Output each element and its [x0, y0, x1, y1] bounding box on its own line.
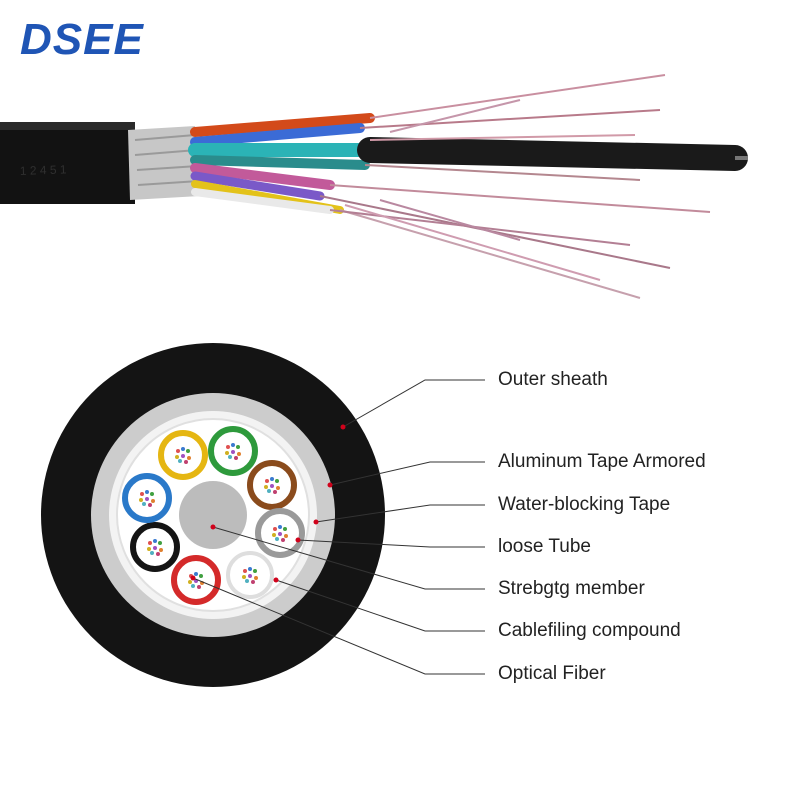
brand-logo: DSEE — [18, 10, 158, 66]
pointer-dot-outer-sheath — [340, 424, 346, 430]
svg-text:1 2 4 5 1: 1 2 4 5 1 — [20, 162, 67, 178]
fiber-dots — [139, 443, 288, 589]
pointer-dot-strength-member — [210, 524, 216, 530]
label-outer-sheath: Outer sheath — [498, 369, 608, 390]
label-filling-compound: Cablefiling compound — [498, 620, 681, 641]
pointer-dot-optical-fiber — [190, 575, 196, 581]
pointer-dot-aluminum-tape — [327, 482, 333, 488]
strength-member — [179, 481, 247, 549]
brand-logo-text: DSEE — [20, 15, 144, 64]
optical-fibers — [319, 74, 711, 299]
pointer-dot-filling-compound — [273, 577, 279, 583]
leader-loose-tube — [297, 539, 485, 548]
leader-aluminum-tape — [329, 461, 485, 486]
cable-sheath-segment — [0, 122, 135, 204]
pointer-dot-water-blocking — [313, 519, 319, 525]
pointer-dot-loose-tube — [295, 537, 301, 543]
loose-tubes — [188, 113, 377, 214]
leader-water-blocking — [315, 504, 485, 523]
label-water-blocking-tape: Water-blocking Tape — [498, 494, 671, 515]
label-strength-member: Strebgtg member — [498, 578, 645, 599]
label-optical-fiber: Optical Fiber — [498, 663, 606, 684]
label-aluminum-tape-armored: Aluminum Tape Armored — [498, 451, 706, 472]
label-loose-tube: loose Tube — [498, 536, 591, 557]
leader-filling-compound — [275, 579, 485, 632]
leader-optical-fiber — [192, 577, 485, 675]
leader-strength-member — [212, 526, 485, 590]
cross-section-diagram — [0, 320, 800, 700]
pointer-dots — [190, 424, 346, 583]
leader-outer-sheath — [342, 379, 485, 428]
cable-photo: 1 2 4 5 1 — [0, 60, 800, 320]
leader-lines — [192, 379, 485, 675]
